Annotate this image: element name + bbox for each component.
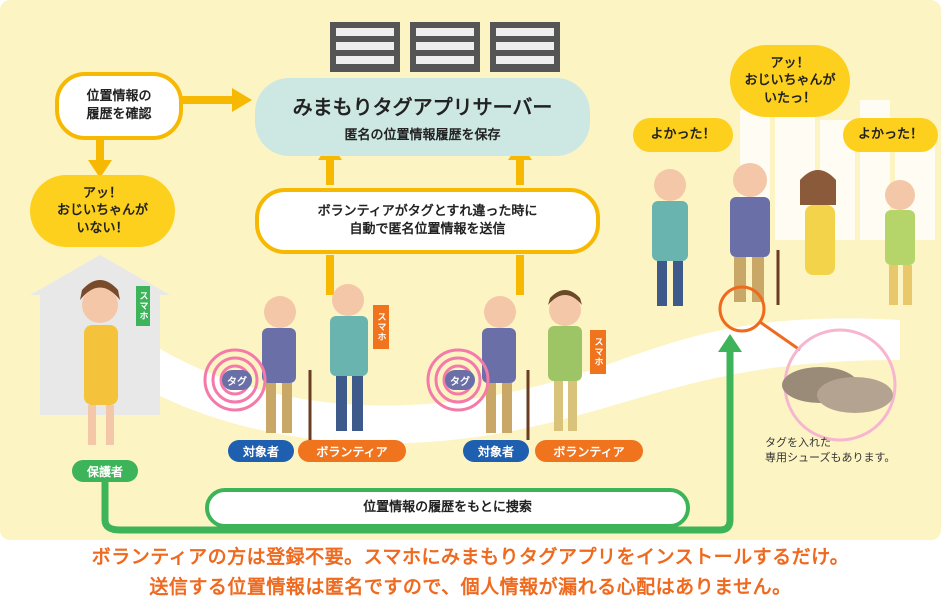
relief-left-text: よかった！ bbox=[650, 127, 716, 143]
volunteer-phone-label-2: スマホ bbox=[590, 330, 606, 374]
tag-signal-2 bbox=[426, 348, 490, 412]
search-bar-text: 位置情報の履歴をもとに捜索 bbox=[363, 500, 532, 516]
hugging-woman-figure bbox=[800, 170, 836, 275]
shoes-icon bbox=[782, 328, 897, 442]
server-box: みまもりタグアプリサーバー 匿名の位置情報履歴を保存 bbox=[255, 78, 590, 156]
found-line2: おじいちゃんが bbox=[744, 73, 836, 89]
helper-man-figure bbox=[652, 169, 688, 306]
guardian-alert-line2: おじいちゃんが bbox=[56, 203, 148, 219]
search-bar: 位置情報の履歴をもとに捜索 bbox=[205, 488, 690, 528]
volunteer-label-1: ボランティア bbox=[298, 440, 406, 462]
shoes-note-line2: 専用シューズもあります。 bbox=[765, 451, 896, 465]
found-line1: アッ！ bbox=[770, 55, 810, 71]
elderly-figure-1 bbox=[262, 296, 312, 440]
footer-line-1: ボランティアの方は登録不要。スマホにみまもりタグアプリをインストールするだけ。 bbox=[91, 546, 850, 568]
server-title: みまもりタグアプリサーバー bbox=[292, 95, 553, 119]
found-bubble: アッ！ おじいちゃんが いたっ！ bbox=[730, 45, 850, 117]
target-label-1: 対象者 bbox=[228, 440, 294, 462]
volunteer-figure-2 bbox=[548, 290, 582, 431]
guardian-figure bbox=[80, 280, 120, 445]
volunteer-phone-label-1: スマホ bbox=[373, 305, 389, 349]
shoe-highlight-circle bbox=[718, 285, 766, 333]
shoes-note-line1: タグを入れた bbox=[765, 436, 831, 449]
tag-label-2: タグ bbox=[445, 370, 475, 390]
shoes-note: タグを入れた 専用シューズもあります。 bbox=[765, 435, 895, 466]
guardian-alert-line1: アッ！ bbox=[82, 185, 122, 201]
tag-signal-1 bbox=[203, 348, 267, 412]
server-icons bbox=[330, 22, 560, 72]
check-history-line1: 位置情報の bbox=[86, 89, 152, 105]
volunteer-figure-1 bbox=[330, 284, 368, 431]
check-history-bubble: 位置情報の 履歴を確認 bbox=[55, 72, 183, 140]
guardian-alert-bubble: アッ！ おじいちゃんが いない！ bbox=[30, 175, 175, 247]
guardian-phone-label: スマホ bbox=[136, 286, 150, 326]
relief-bubble-right: よかった！ bbox=[843, 118, 938, 152]
relief-right-text: よかった！ bbox=[857, 127, 923, 143]
server-subtitle: 匿名の位置情報履歴を保存 bbox=[344, 128, 501, 143]
footer-line-2: 送信する位置情報は匿名ですので、個人情報が漏れる心配はありません。 bbox=[149, 576, 792, 598]
search-path-line bbox=[101, 350, 734, 534]
volunteer-send-bubble: ボランティアがタグとすれ違った時に 自動で匿名位置情報を送信 bbox=[255, 188, 600, 254]
found-line3: いたっ！ bbox=[763, 90, 816, 106]
tag-label-1: タグ bbox=[222, 370, 252, 390]
relief-bubble-left: よかった！ bbox=[633, 118, 733, 152]
volunteer-send-line2: 自動で匿名位置情報を送信 bbox=[349, 222, 506, 237]
volunteer-label-2: ボランティア bbox=[535, 440, 643, 462]
search-arrow-head bbox=[718, 334, 742, 352]
guardian-label: 保護者 bbox=[72, 460, 138, 482]
target-label-2: 対象者 bbox=[463, 440, 529, 462]
road-path bbox=[130, 318, 900, 444]
check-history-line2: 履歴を確認 bbox=[86, 107, 152, 122]
elderly-figure-2 bbox=[482, 296, 530, 440]
yellow-arrows bbox=[96, 96, 524, 295]
woman-with-phone-figure bbox=[885, 180, 915, 305]
volunteer-send-line1: ボランティアがタグとすれ違った時に bbox=[317, 204, 538, 220]
guardian-alert-line3: いない！ bbox=[76, 220, 129, 236]
